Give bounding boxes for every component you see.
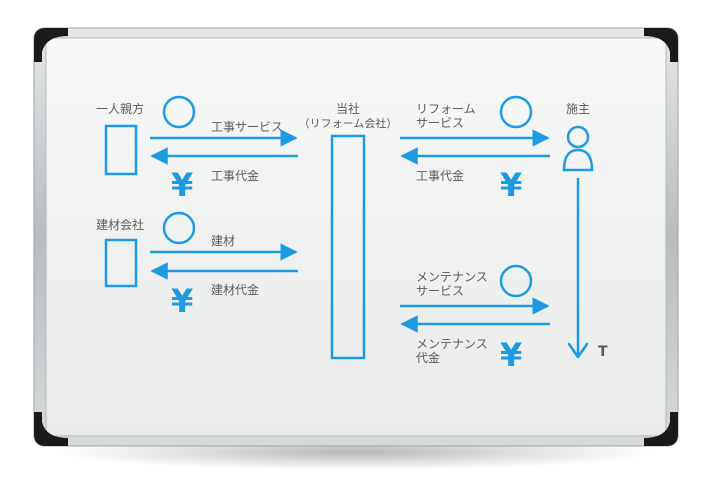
entity-box-contractor <box>104 124 138 176</box>
person-icon-maintenance-service <box>499 264 533 298</box>
flow-label-materials: 建材 <box>211 234 235 248</box>
frame-corner-bottom-left <box>34 412 68 446</box>
entity-label-contractor: 一人親方 <box>96 101 144 116</box>
flow-label-maintenance-service-line1: メンテナンス <box>416 270 488 284</box>
frame-corner-bottom-right <box>644 412 678 446</box>
center-title: 当社 <box>336 101 360 116</box>
timeline-marker-label: T <box>598 344 608 360</box>
company-box <box>330 134 366 360</box>
person-icon-contractor <box>162 95 196 129</box>
flow-label-reform-line1: リフォーム <box>416 102 476 116</box>
entity-label-materials-company: 建材会社 <box>96 217 144 232</box>
frame-corner-top-right <box>644 28 678 62</box>
flow-label-construction-service: 工事サービス <box>211 120 283 134</box>
yen-icon-left-bottom: ¥ <box>171 282 193 320</box>
flow-label-maintenance-payment-line2: 代金 <box>416 350 440 365</box>
flow-label-construction-payment-right: 工事代金 <box>416 168 464 183</box>
yen-icon-left-top: ¥ <box>171 166 193 204</box>
timeline-arrow-head <box>567 342 589 359</box>
yen-icon-right-bottom: ¥ <box>500 336 522 374</box>
center-subtitle: （リフォーム会社） <box>299 116 398 130</box>
flow-label-reform-line2: サービス <box>416 116 464 130</box>
flow-label-maintenance-payment-line1: メンテナンス <box>416 337 488 351</box>
flow-label-maintenance-service-line2: サービス <box>416 284 464 298</box>
entity-box-materials-company <box>104 238 138 288</box>
entity-label-client: 施主 <box>566 102 590 116</box>
person-icon-materials-company <box>162 211 196 245</box>
flow-label-construction-payment-left: 工事代金 <box>211 168 259 183</box>
board-surface <box>45 37 667 437</box>
flow-label-materials-payment: 建材代金 <box>211 282 259 297</box>
yen-icon-right-top: ¥ <box>500 166 522 204</box>
frame-corner-top-left <box>34 28 68 62</box>
client-person-icon <box>562 125 594 172</box>
person-icon-reform-service <box>499 95 533 129</box>
